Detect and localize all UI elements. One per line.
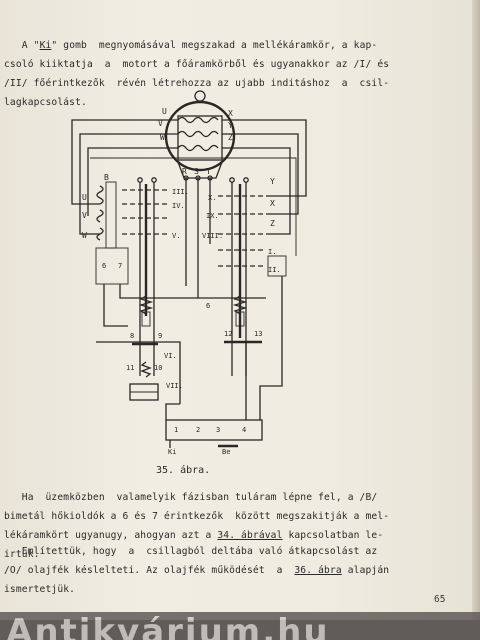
label-be: Be [222,448,230,456]
figure-caption: 35. ábra. [156,465,211,476]
ki-button-text: Ki [39,40,52,51]
contactor-right [218,177,287,376]
paragraph-overload: Ha üzemközben valamelyik fázisban tulára… [4,492,390,560]
motor-label-z: Z [228,133,233,142]
motor-label-u: U [162,107,167,116]
contact-iii: III. [172,188,189,196]
motor-label-x: X [228,109,233,118]
relay-label-v: V [82,211,87,220]
paragraph-intro: A "Ki" gomb megnyomásával megszakad a me… [4,40,390,108]
terminal-2: 2 [196,426,200,434]
label-vi: VI. [164,352,177,360]
terminal-1: 1 [174,426,178,434]
contact-v: V. [172,232,180,240]
contact-ix: IX. [206,212,219,220]
contact-ii: II. [268,266,281,274]
page-number: 65 [434,594,446,605]
terminal-4: 4 [242,426,246,434]
book-page: A "Ki" gomb megnyomásával megszakad a me… [0,0,480,620]
terminal-3: 3 [216,426,220,434]
supply-label-t: T [206,167,211,176]
terminal-11: 11 [126,364,134,372]
relay-label-u: U [82,193,87,202]
terminal-13: 13 [254,330,262,338]
contact-iv: IV. [172,202,185,210]
relay-label-right-x: X [270,199,275,208]
relay-label-b: B [104,173,109,182]
relay-label-right-z: Z [270,219,275,228]
supply-label-s: S [194,167,199,176]
motor-label-y: Y [228,121,233,130]
terminal-7: 7 [118,262,122,270]
supply-label-r: R [182,167,187,176]
contact-x: X. [208,194,216,202]
figure-ref-36: 36. ábra [294,565,342,576]
terminal-9: 9 [158,332,162,340]
relay-label-w: W [82,231,87,240]
motor-label-w: W [160,133,165,142]
terminal-6b: 6 [206,302,210,310]
contactor-left [122,177,170,376]
terminal-10: 10 [154,364,162,372]
motor-label-v: V [158,119,163,128]
label-vii: VII. [166,382,183,390]
relay-label-right-y: Y [270,177,275,186]
figure-ref-34: 34. ábrával [217,530,283,541]
label-ki: Ki [168,448,176,456]
terminal-12: 12 [224,330,232,338]
contact-i: I. [268,248,276,256]
terminal-8: 8 [130,332,134,340]
wiring-diagram: U V W X Y Z R S T B U V W [71,90,307,456]
watermark: Antikvárium.hu [0,612,480,640]
terminal-6: 6 [102,262,106,270]
paragraph-oil-brake: Említettük, hogy a csillagból deltába va… [4,546,390,595]
contact-viii: VIII. [202,232,223,240]
page-edge [472,0,480,620]
